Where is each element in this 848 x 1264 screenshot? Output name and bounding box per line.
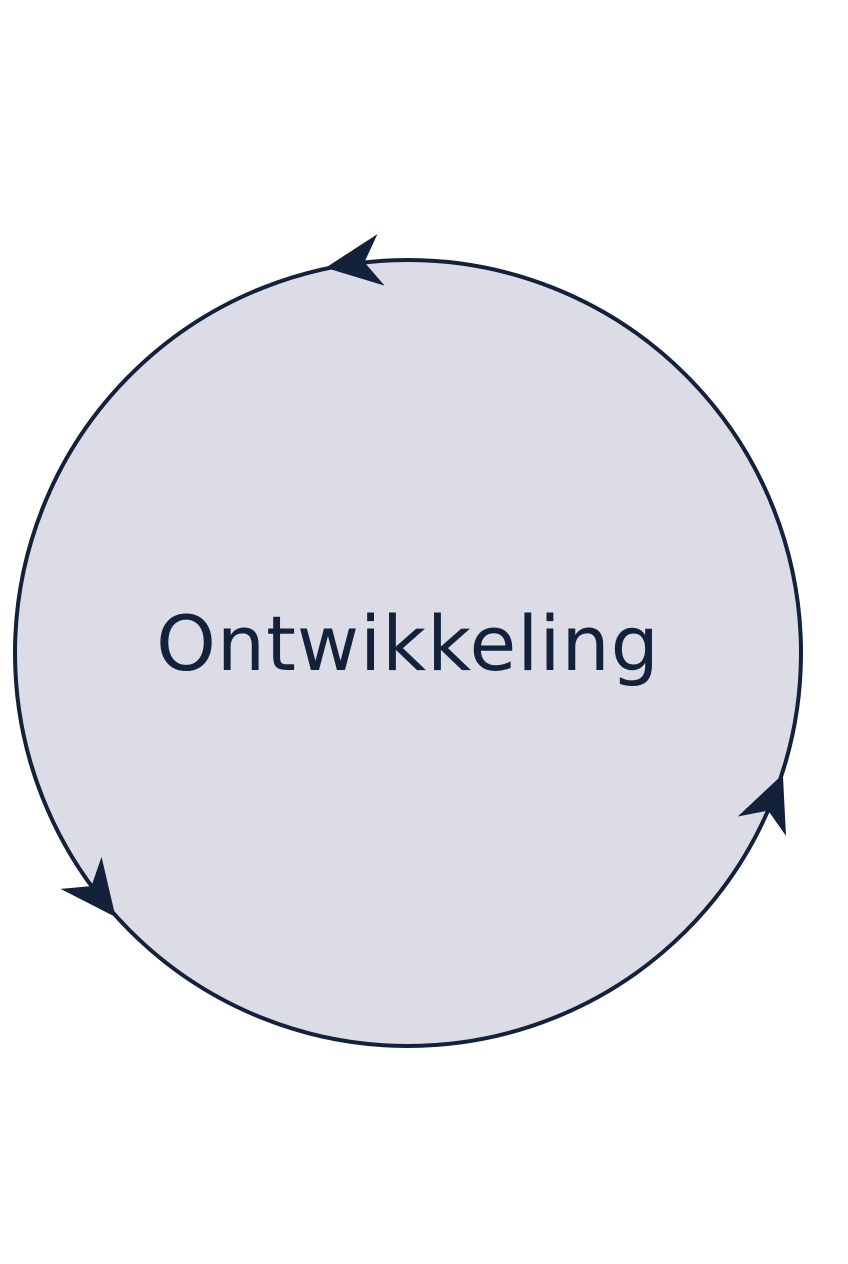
center-label: Ontwikkeling <box>156 599 660 688</box>
cycle-arrow-head-2 <box>60 856 116 918</box>
cycle-circle <box>13 258 803 1048</box>
cycle-arrows <box>60 234 787 918</box>
cycle-arrow-head-1 <box>325 234 385 286</box>
cycle-arrow-head-3 <box>737 774 787 836</box>
